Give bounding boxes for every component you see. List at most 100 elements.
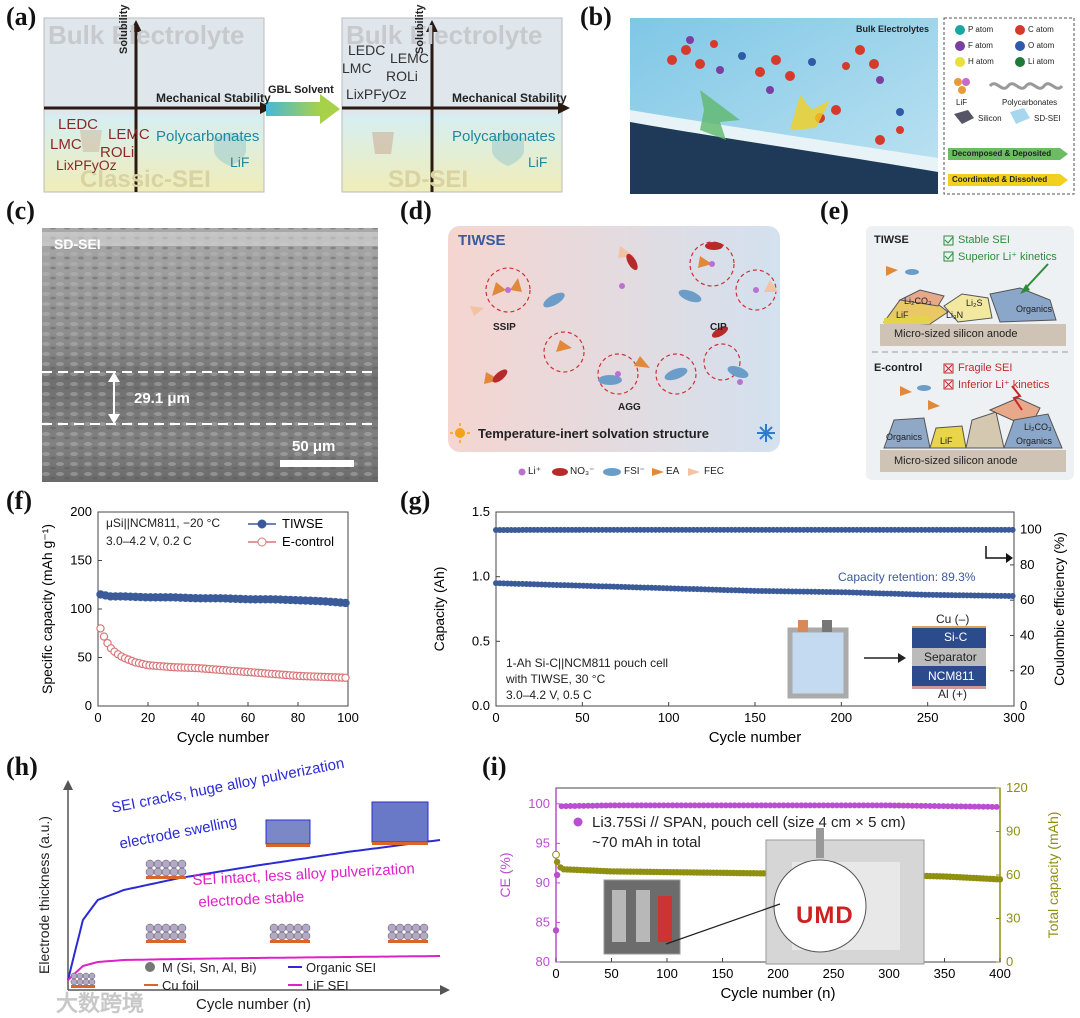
x-tick-label: 300 <box>878 966 900 981</box>
data-point <box>166 662 175 672</box>
ce-point <box>941 526 948 533</box>
silicon-icon <box>954 110 974 124</box>
particle <box>169 867 179 877</box>
ce-point <box>811 802 818 809</box>
capacity-point <box>660 585 667 592</box>
data-point <box>166 593 175 602</box>
ce-point <box>686 526 693 533</box>
f-annotation-1: μSi||NCM811, −20 °C <box>106 516 221 530</box>
ce-point <box>993 803 1000 810</box>
ce-point <box>770 526 777 533</box>
particle <box>177 867 187 877</box>
data-point <box>111 592 120 601</box>
capacity-point <box>652 584 659 591</box>
ce-point <box>869 802 876 809</box>
capacity-point <box>823 870 831 878</box>
capacity-point <box>496 580 503 587</box>
ce-point <box>944 803 951 810</box>
legend-fsi: FSI⁻ <box>624 466 645 477</box>
capacity-point <box>853 871 861 878</box>
capacity-point <box>633 584 640 591</box>
x-axis-label: Cycle number (n) <box>720 985 835 1002</box>
ce-point <box>909 802 916 809</box>
capacity-point <box>866 871 874 878</box>
ce-point <box>542 526 549 533</box>
capacity-point <box>876 590 883 597</box>
ce-point <box>705 802 712 809</box>
capacity-point <box>836 871 844 878</box>
ce-point <box>812 526 819 533</box>
sd-sei-icon <box>1010 108 1030 124</box>
capacity-point <box>953 873 960 881</box>
particle <box>161 931 171 941</box>
ce-point <box>675 526 682 533</box>
capacity-point <box>593 867 601 874</box>
ce-point <box>989 803 996 810</box>
setup-part <box>658 896 672 942</box>
ce-point <box>948 526 955 533</box>
h-legend-m: M (Si, Sn, Al, Bi) <box>162 960 257 975</box>
ce-point <box>595 526 602 533</box>
capacity-point <box>683 869 691 876</box>
e-fragile-sei: Fragile SEI <box>958 362 1013 374</box>
ce-point <box>557 526 564 533</box>
capacity-point <box>724 587 731 594</box>
particle <box>277 923 287 933</box>
species-lemc: LEMC <box>390 50 429 66</box>
particle <box>277 931 287 941</box>
y-tick-label: 150 <box>70 553 92 568</box>
capacity-point <box>583 867 591 874</box>
species-lif: LiF <box>528 154 548 170</box>
ce-point <box>571 802 578 809</box>
ce-point <box>493 526 499 533</box>
capacity-point <box>622 584 629 591</box>
capacity-point <box>573 866 581 874</box>
particle <box>145 859 155 869</box>
watermark: 大数跨境 <box>56 991 145 1016</box>
y2-axis-label: Total capacity (mAh) <box>1045 812 1061 939</box>
data-point <box>99 632 109 641</box>
ce-point <box>914 526 921 533</box>
capacity-point <box>542 581 549 588</box>
broken-cup-icon <box>372 132 394 154</box>
species-roli: ROLi <box>100 144 135 161</box>
cross-box-icon <box>943 363 954 374</box>
capacity-point <box>986 875 994 883</box>
particle <box>177 931 187 941</box>
particle <box>70 978 78 986</box>
ce-point <box>823 526 830 533</box>
capacity-point <box>884 590 891 597</box>
ce-point <box>508 526 515 533</box>
data-point <box>291 595 300 605</box>
capacity-point <box>599 583 606 590</box>
capacity-point <box>880 871 887 879</box>
capacity-point <box>572 582 579 589</box>
data-point <box>155 661 165 671</box>
capacity-point <box>929 591 936 598</box>
capacity-point <box>806 870 814 878</box>
capacity-point <box>686 585 693 592</box>
y-tick-label: 0.5 <box>472 633 490 648</box>
ce-point <box>673 802 680 809</box>
data-point <box>295 671 305 681</box>
ce-point <box>534 526 541 533</box>
data-point <box>341 673 350 682</box>
x-tick-label: 350 <box>934 966 956 981</box>
data-point <box>326 597 335 607</box>
capacity-point <box>570 866 577 873</box>
data-point <box>292 671 301 681</box>
ce-point <box>546 526 553 533</box>
capacity-point <box>679 585 686 592</box>
capacity-point <box>970 874 977 882</box>
x-tick-label: 100 <box>658 710 680 725</box>
capacity-point <box>856 871 864 878</box>
ce-point <box>994 526 1001 533</box>
legend-m-marker <box>145 962 155 972</box>
data-point <box>141 660 151 669</box>
capacity-point <box>560 866 567 873</box>
ce-point <box>753 802 760 809</box>
panel-letter-d: (d) <box>400 196 432 225</box>
species-lmc: LMC <box>50 136 82 153</box>
ce-point <box>606 526 613 533</box>
y-tick-label: 100 <box>528 796 550 811</box>
